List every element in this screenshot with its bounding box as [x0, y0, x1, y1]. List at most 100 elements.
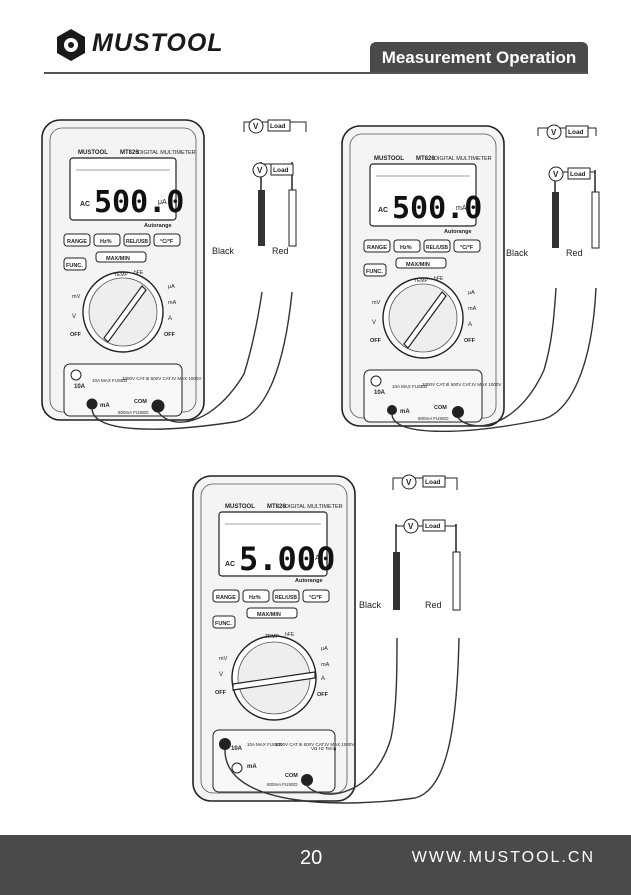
jack-10a[interactable] [370, 375, 382, 387]
lcd-display [218, 511, 328, 577]
multimeter-body: MUSTOOL MT826 DIGITAL MULTIMETER AC 500.… [41, 119, 205, 421]
svg-text:mA: mA [321, 662, 330, 668]
hz-button[interactable] [93, 233, 121, 247]
voltage-source-icon [401, 474, 417, 490]
website-link[interactable]: WWW.MUSTOOL.CN [411, 849, 595, 866]
hz-button[interactable] [242, 589, 270, 603]
svg-text:1000V CAT.III 600V CAT.IV MAX: 1000V CAT.III 600V CAT.IV MAX 1000V [122, 376, 201, 381]
black-label: Black [359, 600, 382, 610]
svg-text:AC: AC [378, 207, 388, 214]
svg-text:MT826: MT826 [416, 156, 435, 162]
red-probe[interactable] [452, 551, 461, 611]
button-row: RANGE Hz% REL/USB °C/°F MAX/MIN FUNC. [63, 233, 181, 271]
svg-text:FUNC.: FUNC. [366, 269, 383, 275]
svg-text:OFF: OFF [164, 332, 176, 338]
func-button[interactable] [212, 615, 236, 629]
func-button[interactable] [63, 257, 87, 271]
jack-panel [363, 369, 483, 423]
svg-text:COM: COM [434, 405, 447, 411]
red-label: Red [566, 248, 583, 258]
svg-text:Autorange: Autorange [295, 578, 323, 584]
jack-10a-plugged[interactable] [219, 738, 231, 750]
maxmin-button[interactable] [246, 607, 298, 619]
svg-text:10A MAX FUSED: 10A MAX FUSED [92, 378, 128, 383]
svg-text:MAX/MIN: MAX/MIN [406, 262, 430, 268]
svg-text:mV: mV [72, 294, 81, 300]
lcd-unit: mA [456, 205, 467, 212]
svg-text:1000V CAT.III 600V CAT.IV MAX: 1000V CAT.III 600V CAT.IV MAX 1000V [275, 742, 354, 747]
jack-ma-plugged[interactable] [387, 405, 397, 415]
rel-usb-button[interactable] [123, 233, 151, 247]
svg-text:REL/USB: REL/USB [426, 245, 448, 251]
range-button[interactable] [363, 239, 391, 253]
temp-unit-button[interactable] [153, 233, 181, 247]
jack-ma-plugged[interactable] [86, 398, 98, 410]
load-box [422, 519, 446, 532]
lcd-reading: 500.0 [94, 185, 184, 220]
svg-text:mA: mA [247, 764, 257, 770]
svg-text:600mA FUSED: 600mA FUSED [118, 410, 149, 415]
svg-text:RANGE: RANGE [216, 595, 236, 601]
maxmin-button[interactable] [395, 257, 447, 269]
svg-text:°C/°F: °C/°F [460, 245, 474, 251]
svg-text:MUSTOOL: MUSTOOL [225, 504, 255, 510]
jack-ma[interactable] [231, 762, 243, 774]
svg-text:V: V [219, 672, 223, 678]
black-probe[interactable] [393, 552, 400, 610]
svg-text:MUSTOOL: MUSTOOL [374, 156, 404, 162]
rotary-dial[interactable] [382, 277, 464, 359]
svg-text:OFF: OFF [370, 338, 382, 344]
voltage-source-icon [403, 518, 419, 534]
rotary-dial[interactable] [82, 271, 164, 353]
svg-text:hFE: hFE [434, 276, 444, 282]
jack-com-plugged[interactable] [301, 774, 313, 786]
svg-text:Hz%: Hz% [100, 239, 112, 245]
svg-text:V: V [257, 166, 263, 175]
black-probe[interactable] [258, 190, 265, 246]
rel-usb-button[interactable] [423, 239, 451, 253]
red-probe[interactable] [591, 191, 600, 249]
range-button[interactable] [212, 589, 240, 603]
svg-text:Hz%: Hz% [400, 245, 412, 251]
svg-text:10A: 10A [74, 384, 86, 390]
svg-text:μA: μA [468, 290, 475, 296]
range-button[interactable] [63, 233, 91, 247]
svg-text:A: A [168, 316, 172, 322]
svg-text:600mA FUSED: 600mA FUSED [418, 416, 449, 421]
rotary-dial[interactable] [231, 635, 317, 721]
jack-com-plugged[interactable] [151, 399, 165, 413]
test-leads: Black Red [391, 170, 600, 432]
svg-text:FUNC.: FUNC. [215, 621, 232, 627]
temp-unit-button[interactable] [453, 239, 481, 253]
temp-unit-button[interactable] [302, 589, 330, 603]
svg-text:μA: μA [168, 284, 175, 290]
gear-logo-icon [57, 29, 85, 61]
load-box [267, 119, 291, 132]
svg-text:COM: COM [285, 773, 298, 779]
svg-text:mV: mV [219, 656, 228, 662]
svg-text:10A MAX FUSED: 10A MAX FUSED [392, 384, 428, 389]
jack-10a[interactable] [70, 369, 82, 381]
red-probe[interactable] [288, 189, 297, 247]
svg-text:OFF: OFF [464, 338, 476, 344]
black-probe[interactable] [552, 192, 559, 248]
lcd-display [69, 157, 177, 221]
load-circuit: V Load V Load [392, 474, 458, 534]
svg-text:°C/°F: °C/°F [160, 239, 174, 245]
svg-text:MAX/MIN: MAX/MIN [257, 612, 281, 618]
autorange-label: Autorange [144, 223, 172, 229]
black-label: Black [506, 248, 529, 258]
svg-text:Load: Load [570, 171, 586, 178]
black-label: Black [212, 246, 235, 256]
rel-usb-button[interactable] [272, 589, 300, 603]
jack-com-plugged[interactable] [452, 406, 464, 418]
hz-button[interactable] [393, 239, 421, 253]
svg-text:hFE: hFE [134, 270, 144, 276]
svg-text:REL/USB: REL/USB [275, 595, 297, 601]
func-button[interactable] [363, 263, 387, 277]
svg-text:TEMP: TEMP [265, 634, 280, 640]
lcd-reading: 5.000 [239, 540, 335, 578]
svg-text:V: V [253, 122, 259, 131]
voltage-source-icon [546, 124, 562, 140]
maxmin-button[interactable] [95, 251, 147, 263]
